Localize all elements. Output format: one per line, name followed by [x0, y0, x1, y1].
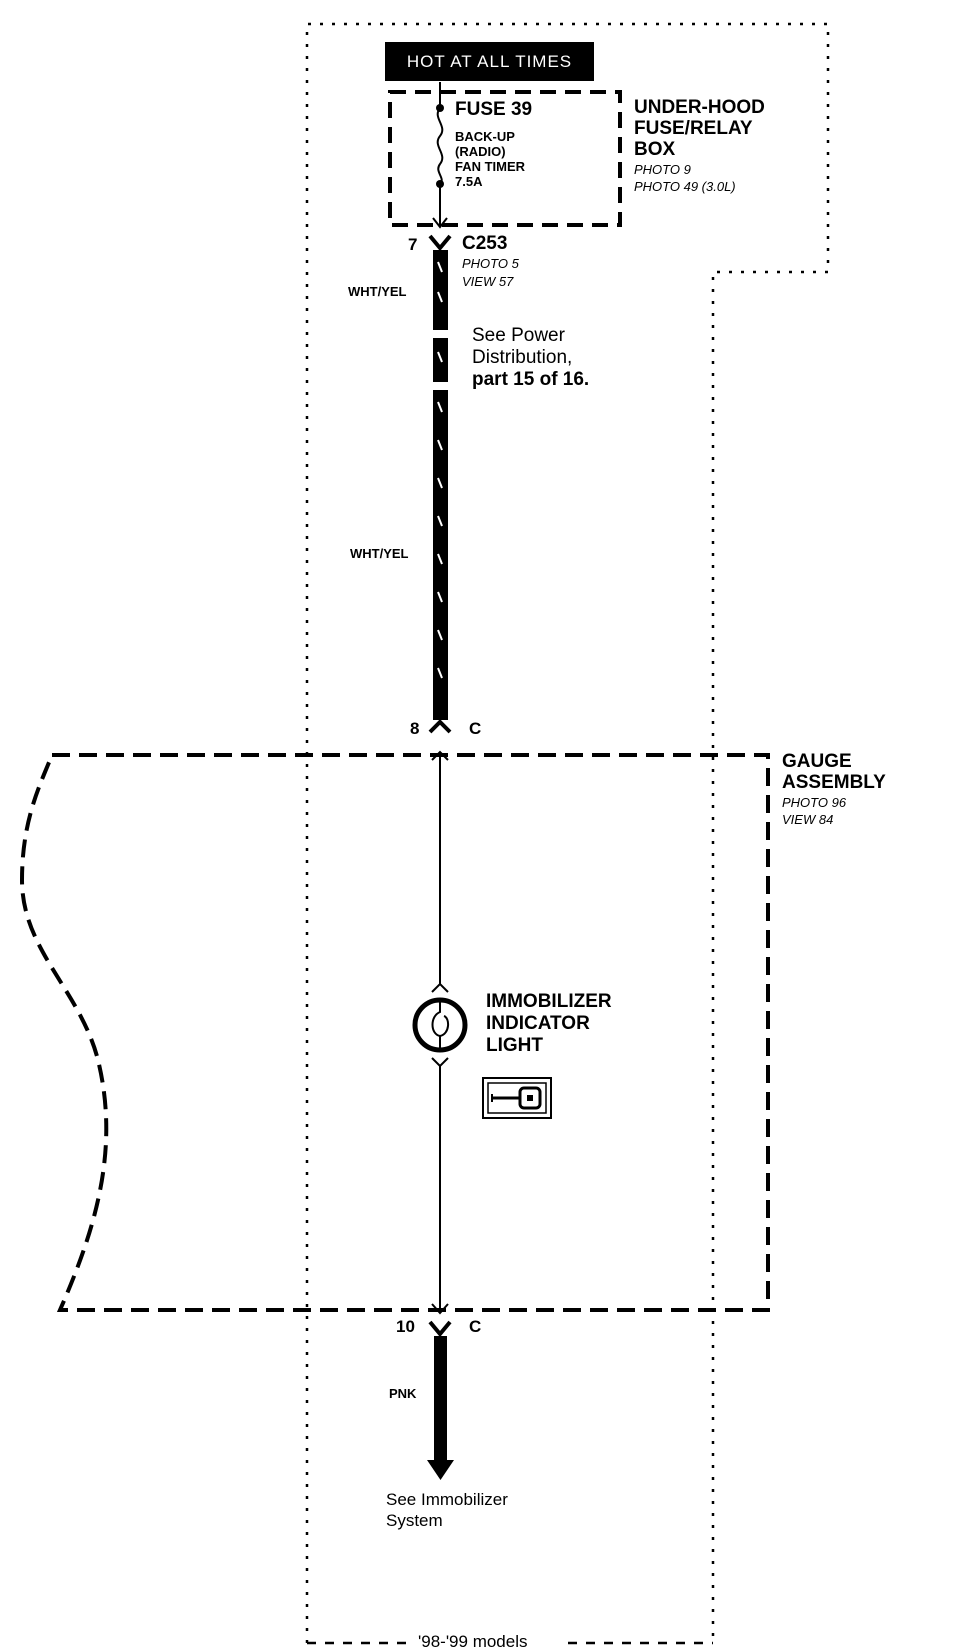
fuse-desc-line: 7.5A [455, 174, 483, 189]
see-immobilizer-line: System [386, 1511, 443, 1530]
fuse-box-title-line: BOX [634, 139, 676, 160]
gauge-assembly-ref-line: VIEW 84 [782, 812, 834, 827]
fuse-box-photo-line: PHOTO 49 (3.0L) [634, 179, 736, 194]
connector-c-pin8-name: C [469, 719, 482, 738]
connector-c-pin8-number: 8 [410, 719, 420, 738]
connector-c-pin10-name: C [469, 1317, 482, 1336]
see-power-part: part 15 of 16. [472, 369, 590, 390]
connector-c253-pin: 7 [408, 235, 418, 254]
indicator-label-line: LIGHT [486, 1035, 543, 1056]
indicator-label-line: IMMOBILIZER [486, 991, 612, 1012]
connector-c253-symbol [428, 234, 452, 252]
wire-pnk-arrowhead [427, 1460, 454, 1480]
see-power-line: Distribution, [472, 347, 573, 368]
see-power-line: See Power [472, 325, 565, 346]
fuse-box-outline [388, 90, 622, 227]
connector-c253-ref-line: PHOTO 5 [462, 256, 519, 271]
fuse-symbol [432, 82, 448, 229]
connector-c-pin8-symbol [428, 719, 452, 734]
connector-c-pin10-arrow [431, 1303, 449, 1315]
fuse-box-title-line: UNDER-HOOD [634, 97, 765, 118]
wire-pnk [434, 1336, 447, 1460]
see-immobilizer-line: See Immobilizer [386, 1490, 508, 1509]
gauge-assembly-title-line: ASSEMBLY [782, 772, 886, 793]
wire-wht-yel [433, 250, 448, 720]
wire-pnk-label: PNK [389, 1386, 417, 1401]
model-boundary [305, 22, 830, 1643]
fuse-desc-line: (RADIO) [455, 144, 506, 159]
key-icon [482, 1077, 552, 1119]
fuse-box-photo-line: PHOTO 9 [634, 162, 691, 177]
fuse-desc-line: FAN TIMER [455, 159, 526, 174]
connector-c253-ref-line: VIEW 57 [462, 274, 514, 289]
gauge-assembly-ref-line: PHOTO 96 [782, 795, 847, 810]
connector-c253-name: C253 [462, 233, 508, 254]
power-source-label: HOT AT ALL TIMES [385, 42, 594, 81]
fuse-desc-line: BACK-UP [455, 129, 515, 144]
wire-color-label: WHT/YEL [348, 284, 407, 299]
gauge-assembly-title-line: GAUGE [782, 751, 852, 772]
gauge-assembly-outline [19, 753, 770, 1312]
indicator-bulb-symbol [412, 982, 468, 1068]
indicator-label-line: INDICATOR [486, 1013, 590, 1034]
model-years-label: '98-'99 models [418, 1632, 528, 1651]
wire-color-label: WHT/YEL [350, 546, 409, 561]
fuse-name: FUSE 39 [455, 99, 533, 120]
connector-c-pin10-symbol [428, 1320, 452, 1338]
fuse-box-title-line: FUSE/RELAY [634, 118, 753, 139]
connector-c-pin10-number: 10 [396, 1317, 415, 1336]
